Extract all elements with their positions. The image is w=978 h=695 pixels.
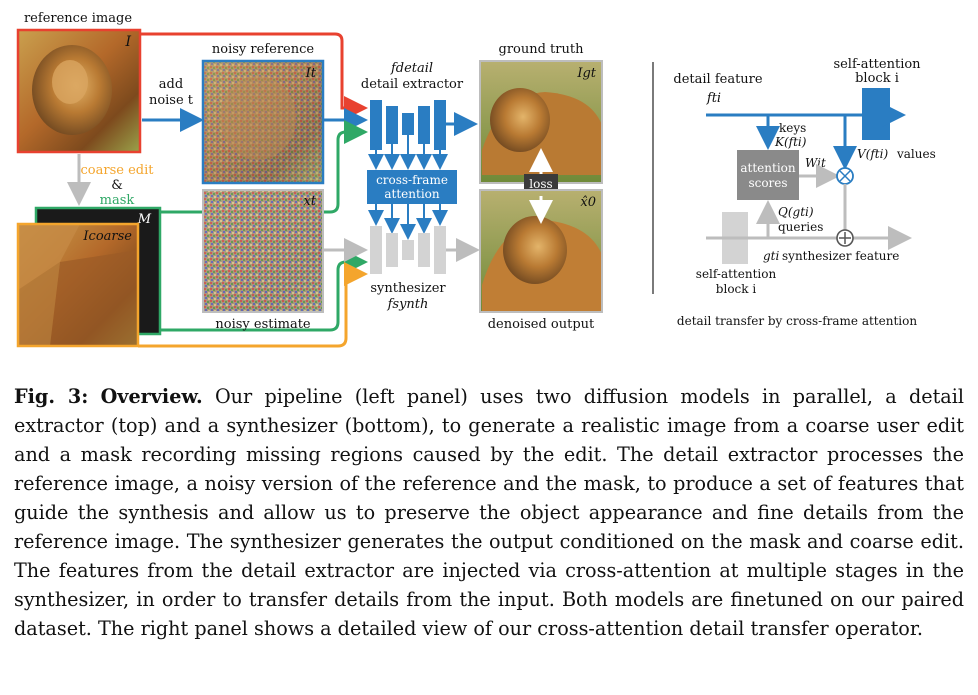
- queries-symbol: Q(gti): [778, 205, 814, 219]
- mask-symbol: M: [137, 212, 152, 227]
- coarse-to-synthesizer-arrow: [138, 262, 368, 348]
- caption-title: Overview.: [100, 385, 203, 408]
- self-attention-top-2: block i: [855, 71, 899, 86]
- noisy-estimate-symbol: xt: [303, 194, 316, 209]
- mask-to-extractor-arrow: [160, 120, 368, 214]
- add-icon: [839, 232, 851, 244]
- add-noise-label-1: add: [159, 77, 183, 92]
- synthesizer-network: [370, 226, 446, 274]
- attention-scores-1: attention: [740, 161, 796, 175]
- coarse-symbol: Icoarse: [82, 229, 132, 244]
- reference-image-label: reference image: [24, 11, 132, 26]
- figure-caption: Fig. 3: Overview. Our pipeline (left pan…: [14, 382, 964, 643]
- add-noise-label-2: noise t: [149, 93, 194, 108]
- attention-scores-2: scores: [748, 176, 787, 190]
- detail-feature-label: detail feature: [673, 72, 763, 87]
- synth-feature-symbol: gti: [763, 249, 780, 263]
- ampersand: &: [111, 178, 123, 193]
- extractor-to-attention-arrows: [368, 135, 448, 170]
- synth-feature-label: synthesizer feature: [782, 249, 899, 263]
- cross-frame-attention-block: cross-frame attention: [367, 170, 457, 204]
- coarse-edit-label: coarse edit: [81, 163, 155, 178]
- attention-to-synthesizer-arrows: [368, 204, 448, 240]
- caption-fig-label: Fig. 3:: [14, 385, 89, 408]
- mask-to-synthesizer-arrow: [160, 250, 368, 332]
- values-symbol: V(fti): [857, 147, 888, 161]
- keys-symbol: K(fti): [774, 135, 807, 149]
- keys-label: keys: [779, 121, 806, 135]
- overview-figure: reference image I add noise t noisy refe…: [16, 11, 936, 348]
- denoised-output-label: denoised output: [488, 317, 595, 332]
- noisy-estimate-image: xt: [202, 189, 324, 313]
- reference-symbol: I: [124, 34, 131, 50]
- cross-frame-label-1: cross-frame: [376, 173, 448, 187]
- denoised-output-image: x̂0: [479, 189, 603, 313]
- detail-extractor-network: [370, 100, 446, 150]
- values-label: values: [896, 147, 936, 161]
- noisy-reference-symbol: It: [305, 66, 317, 81]
- denoised-symbol: x̂0: [580, 195, 596, 210]
- coarse-edit-image: Icoarse: [16, 222, 140, 348]
- weight-symbol: Wit: [805, 156, 826, 170]
- ground-truth-label: ground truth: [499, 42, 585, 57]
- noisy-estimate-label: noisy estimate: [215, 317, 311, 332]
- detail-extractor-label: detail extractor: [361, 77, 464, 92]
- detail-extractor-symbol: fdetail: [390, 61, 433, 76]
- caption-text: Our pipeline (left panel) uses two diffu…: [14, 385, 965, 640]
- right-panel-caption: detail transfer by cross-frame attention: [677, 314, 917, 328]
- self-attention-top-1: self-attention: [833, 57, 921, 72]
- attention-scores-block: attention scores: [737, 150, 799, 200]
- mask-label: mask: [100, 193, 135, 208]
- ground-truth-symbol: Igt: [576, 66, 596, 81]
- self-attention-bottom-2: block i: [716, 282, 757, 296]
- synthesizer-label: synthesizer: [370, 281, 446, 296]
- multiply-icon: [839, 170, 851, 182]
- noisy-reference-image: It: [201, 59, 325, 185]
- detail-feature-symbol: fti: [706, 91, 721, 106]
- reference-image: I: [16, 28, 142, 154]
- noisy-reference-label: noisy reference: [212, 42, 314, 57]
- ground-truth-image: Igt: [479, 60, 603, 184]
- queries-label: queries: [778, 220, 823, 234]
- synthesizer-symbol: fsynth: [387, 297, 429, 312]
- self-attention-bottom-1: self-attention: [696, 267, 777, 281]
- reference-to-extractor-arrow: [140, 32, 368, 120]
- loss-label: loss: [529, 177, 552, 191]
- cross-frame-label-2: attention: [384, 187, 440, 201]
